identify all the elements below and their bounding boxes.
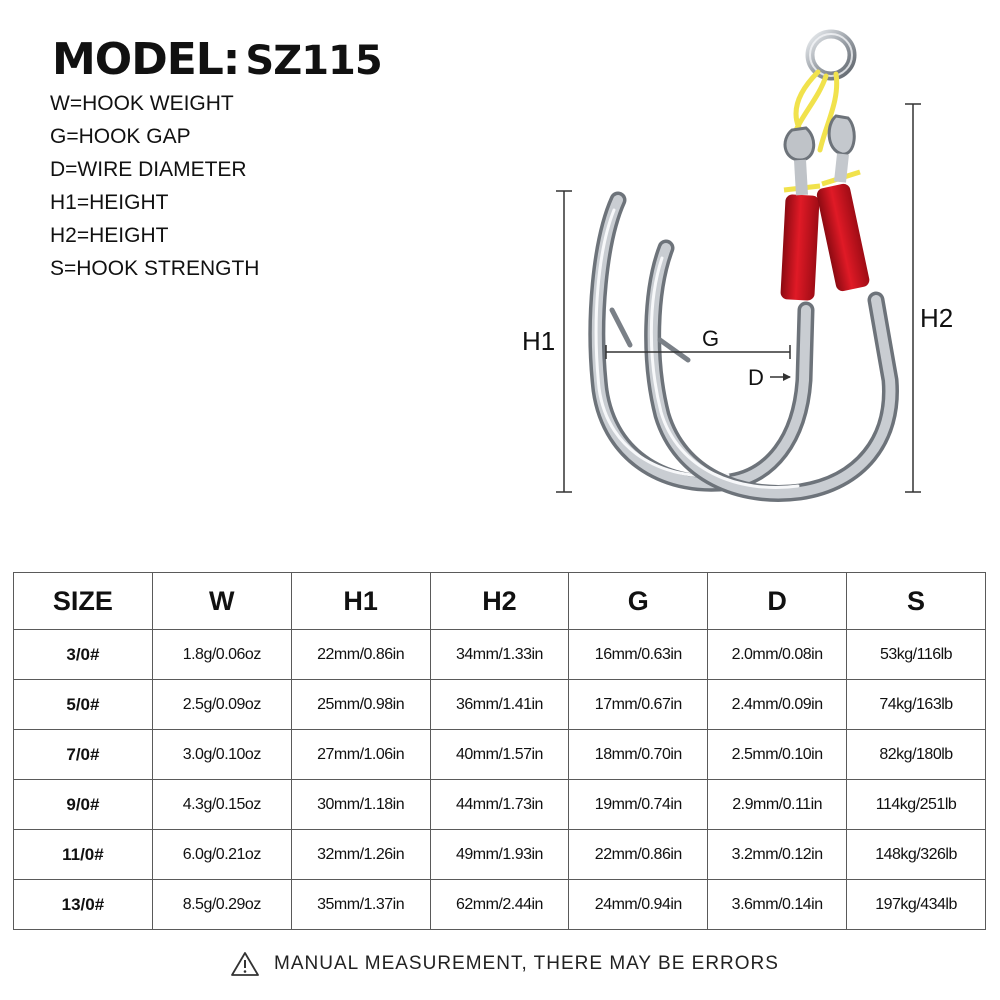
table-cell: 3.0g/0.10oz — [151, 729, 292, 780]
table-cell: 30mm/1.18in — [290, 779, 431, 830]
table-cell: 74kg/163lb — [846, 679, 986, 730]
table-row: 11/0# 6.0g/0.21oz 32mm/1.26in 49mm/1.93i… — [13, 829, 986, 880]
header-h2: H2 — [429, 572, 570, 630]
table-cell: 3/0# — [13, 629, 153, 680]
table-cell: 25mm/0.98in — [290, 679, 431, 730]
front-hook-icon — [588, 126, 821, 492]
header-weight: W — [151, 572, 292, 630]
back-hook-icon — [644, 114, 899, 502]
model-title: MODEL:SZ115 — [52, 30, 383, 91]
table-row: 7/0# 3.0g/0.10oz 27mm/1.06in 40mm/1.57in… — [13, 729, 986, 780]
model-number: SZ115 — [245, 38, 382, 84]
legend-item-diameter: D=WIRE DIAMETER — [50, 158, 247, 181]
table-cell: 2.4mm/0.09in — [707, 679, 848, 730]
gap-dimension-line — [605, 345, 791, 359]
table-cell: 3.2mm/0.12in — [707, 829, 848, 880]
table-cell: 2.5g/0.09oz — [151, 679, 292, 730]
table-cell: 22mm/0.86in — [290, 629, 431, 680]
table-cell: 6.0g/0.21oz — [151, 829, 292, 880]
table-cell: 13/0# — [13, 879, 153, 930]
table-row: 9/0# 4.3g/0.15oz 30mm/1.18in 44mm/1.73in… — [13, 779, 986, 830]
table-cell: 53kg/116lb — [846, 629, 986, 680]
header-size: SIZE — [13, 572, 153, 630]
header-diameter: D — [707, 572, 848, 630]
measurement-warning: MANUAL MEASUREMENT, THERE MAY BE ERRORS — [230, 949, 779, 979]
table-cell: 4.3g/0.15oz — [151, 779, 292, 830]
legend-item-strength: S=HOOK STRENGTH — [50, 257, 260, 280]
table-cell: 49mm/1.93in — [429, 829, 570, 880]
table-header-row: SIZE W H1 H2 G D S — [13, 572, 986, 630]
table-cell: 3.6mm/0.14in — [707, 879, 848, 930]
warning-triangle-icon — [231, 952, 259, 976]
table-cell: 18mm/0.70in — [568, 729, 709, 780]
table-cell: 36mm/1.41in — [429, 679, 570, 730]
table-cell: 7/0# — [13, 729, 153, 780]
table-cell: 2.0mm/0.08in — [707, 629, 848, 680]
header-gap: G — [568, 572, 709, 630]
table-cell: 82kg/180lb — [846, 729, 986, 780]
header-h1: H1 — [290, 572, 431, 630]
table-cell: 148kg/326lb — [846, 829, 986, 880]
table-cell: 17mm/0.67in — [568, 679, 709, 730]
header-strength: S — [846, 572, 986, 630]
table-row: 13/0# 8.5g/0.29oz 35mm/1.37in 62mm/2.44i… — [13, 879, 986, 930]
table-cell: 8.5g/0.29oz — [151, 879, 292, 930]
legend-item-height1: H1=HEIGHT — [50, 191, 169, 214]
table-cell: 2.5mm/0.10in — [707, 729, 848, 780]
table-cell: 197kg/434lb — [846, 879, 986, 930]
table-row: 5/0# 2.5g/0.09oz 25mm/0.98in 36mm/1.41in… — [13, 679, 986, 730]
table-cell: 44mm/1.73in — [429, 779, 570, 830]
model-label: MODEL: — [52, 34, 240, 85]
table-cell: 114kg/251lb — [846, 779, 986, 830]
table-cell: 35mm/1.37in — [290, 879, 431, 930]
table-cell: 1.8g/0.06oz — [151, 629, 292, 680]
legend-item-gap: G=HOOK GAP — [50, 125, 191, 148]
table-cell: 2.9mm/0.11in — [707, 779, 848, 830]
h2-dimension-line — [905, 103, 921, 493]
diameter-arrow-icon — [770, 373, 791, 381]
table-cell: 9/0# — [13, 779, 153, 830]
h1-label: H1 — [522, 326, 555, 356]
table-cell: 5/0# — [13, 679, 153, 730]
legend-item-height2: H2=HEIGHT — [50, 224, 169, 247]
gap-label: G — [702, 326, 719, 351]
table-cell: 32mm/1.26in — [290, 829, 431, 880]
legend-item-weight: W=HOOK WEIGHT — [50, 92, 234, 115]
table-cell: 40mm/1.57in — [429, 729, 570, 780]
diameter-label: D — [748, 365, 764, 390]
table-cell: 22mm/0.86in — [568, 829, 709, 880]
table-cell: 27mm/1.06in — [290, 729, 431, 780]
dimension-legend: W=HOOK WEIGHT G=HOOK GAP D=WIRE DIAMETER… — [50, 89, 259, 287]
table-cell: 11/0# — [13, 829, 153, 880]
warning-text: MANUAL MEASUREMENT, THERE MAY BE ERRORS — [274, 953, 779, 974]
h1-dimension-line — [556, 190, 572, 493]
table-cell: 19mm/0.74in — [568, 779, 709, 830]
table-cell: 62mm/2.44in — [429, 879, 570, 930]
table-cell: 16mm/0.63in — [568, 629, 709, 680]
h2-label: H2 — [920, 303, 953, 333]
table-cell: 24mm/0.94in — [568, 879, 709, 930]
hook-diagram: H1 H2 G D — [522, 29, 953, 502]
table-cell: 34mm/1.33in — [429, 629, 570, 680]
table-row: 3/0# 1.8g/0.06oz 22mm/0.86in 34mm/1.33in… — [13, 629, 986, 680]
spec-table: SIZE W H1 H2 G D S 3/0# 1.8g/0.06oz 22mm… — [13, 572, 986, 930]
